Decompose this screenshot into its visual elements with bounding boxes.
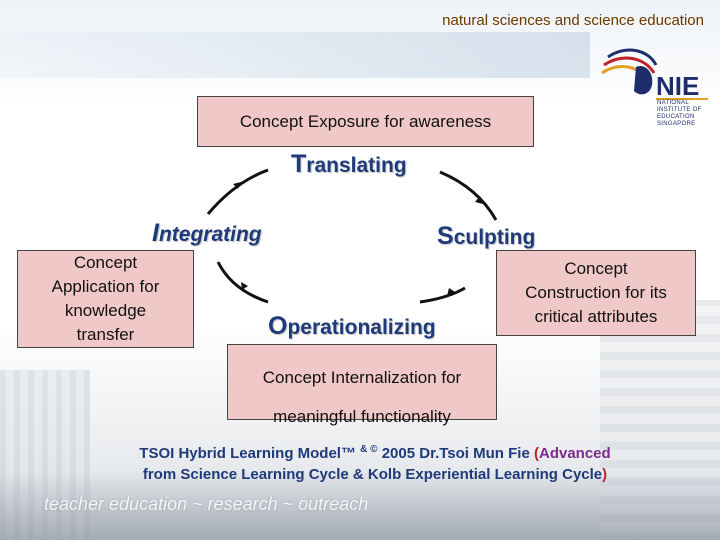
box-line: critical attributes xyxy=(534,307,658,326)
arrow-marker xyxy=(475,196,483,204)
footer-credit-line-1: TSOI Hybrid Learning Model™ & © 2005 Dr.… xyxy=(60,444,690,462)
nie-logo: NIE xyxy=(601,48,708,101)
stage-translating: Translating xyxy=(291,150,407,179)
logo-subtext: NATIONAL INSTITUTE OF EDUCATION SINGAPOR… xyxy=(657,100,707,128)
background-bottom-shade xyxy=(0,470,720,540)
arrow-marker xyxy=(233,182,241,189)
box-line: Concept Internalization for xyxy=(262,368,462,387)
logo-underline xyxy=(656,98,708,100)
box-line: transfer xyxy=(76,325,135,344)
box-line: Application for xyxy=(51,277,160,296)
stage-initial: T xyxy=(291,150,307,178)
paren-open: ( xyxy=(533,445,539,462)
box-line: Concept xyxy=(73,253,138,272)
arrow-marker xyxy=(241,282,248,290)
arc-bottom-left xyxy=(216,261,269,304)
stage-integrating: Integrating xyxy=(152,219,262,248)
stage-initial: O xyxy=(268,312,288,340)
stage-initial: I xyxy=(152,219,159,247)
logo-swoosh-icon xyxy=(601,48,658,95)
source-description: from Science Learning Cycle & Kolb Exper… xyxy=(142,466,603,483)
tagline: teacher education ~ research ~ outreach xyxy=(44,494,369,514)
concept-exposure-box: Concept Exposure for awareness xyxy=(197,96,534,147)
concept-application-box: Concept Application for knowledge transf… xyxy=(17,250,194,348)
advanced-word: Advanced xyxy=(538,445,611,462)
arc-bottom-right xyxy=(419,286,466,304)
stage-rest: perationalizing xyxy=(287,316,436,339)
stage-rest: ranslating xyxy=(306,154,407,177)
concept-internalization-box: Concept Internalization for meaningful f… xyxy=(227,344,497,426)
logo-subtext-line: SINGAPORE xyxy=(657,121,696,127)
box-line: meaningful functionality xyxy=(273,407,451,426)
header-band xyxy=(0,32,590,78)
box-line: knowledge xyxy=(64,301,147,320)
copyright-mark: & © xyxy=(360,444,378,455)
arc-top-left xyxy=(206,168,269,215)
author-year: 2005 Dr.Tsoi Mun Fie xyxy=(381,445,530,462)
logo-subtext-line: NATIONAL xyxy=(657,100,689,106)
stage-initial: S xyxy=(437,222,454,250)
stage-rest: culpting xyxy=(453,226,536,249)
arrow-marker xyxy=(447,288,455,296)
header-title: natural sciences and science education xyxy=(442,12,704,29)
box-line: Construction for its xyxy=(525,283,667,302)
stage-operationalizing: Operationalizing xyxy=(268,312,436,341)
stage-rest: ntegrating xyxy=(158,223,262,246)
footer-credit-line-2: from Science Learning Cycle & Kolb Exper… xyxy=(60,466,690,483)
paren-close: ) xyxy=(602,466,608,483)
box-line: Concept xyxy=(564,259,628,278)
model-name: TSOI Hybrid Learning Model™ xyxy=(139,445,356,462)
logo-subtext-line: INSTITUTE OF xyxy=(657,107,702,113)
stage-sculpting: Sculpting xyxy=(437,222,535,251)
concept-construction-box: Concept Construction for its critical at… xyxy=(496,250,696,336)
arc-top-right xyxy=(439,170,498,221)
logo-acronym: NIE xyxy=(656,71,699,101)
logo-subtext-line: EDUCATION xyxy=(657,114,695,120)
